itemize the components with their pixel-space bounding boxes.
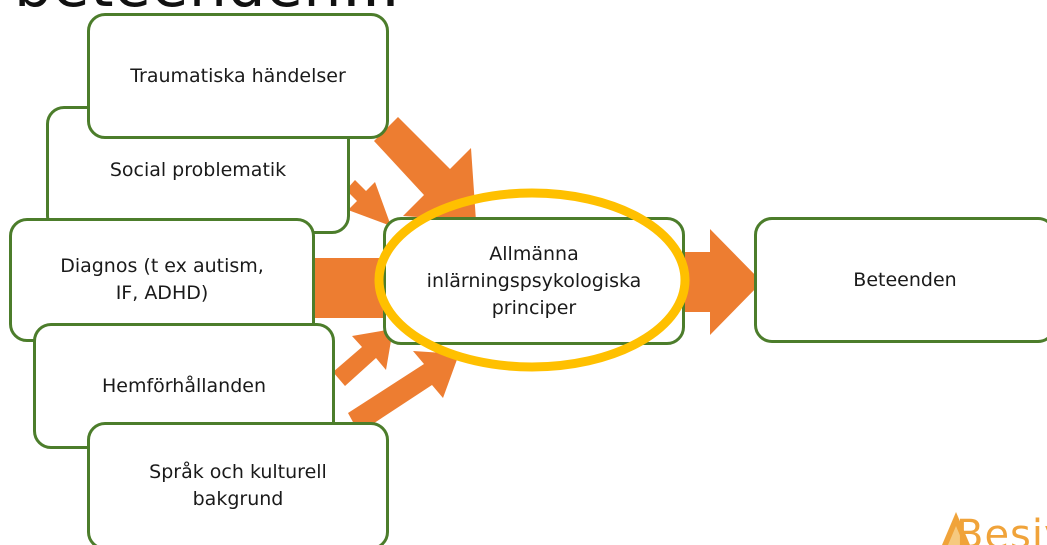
factor-box-sprak-kulturell-bakgrund: Språk och kulturell bakgrund — [87, 422, 389, 545]
result-box-beteenden: Beteenden — [754, 217, 1047, 343]
logo-text: Besiv — [956, 512, 1047, 545]
result-label: Beteenden — [853, 268, 957, 291]
factor-label: Språk och kulturell bakgrund — [149, 461, 327, 510]
center-label-wrapper: Allmänna inlärningspsykologiska principe… — [383, 217, 685, 345]
factor-label: Social problematik — [109, 158, 287, 181]
factor-label: Hemförhållanden — [102, 374, 266, 397]
arrow-trauma — [374, 117, 476, 221]
center-label: Allmänna inlärningspsykologiska principe… — [426, 242, 642, 319]
arrow-sprak — [348, 351, 459, 433]
factor-label: Diagnos (t ex autism, IF, ADHD) — [60, 255, 264, 304]
arrow-diagnos — [313, 258, 385, 318]
logo: Besiv — [938, 508, 1047, 545]
arrow-to-beteenden — [685, 229, 762, 335]
logo-mark — [942, 512, 970, 545]
factor-box-diagnos: Diagnos (t ex autism, IF, ADHD) — [9, 218, 315, 342]
factor-box-traumatiska-handelser: Traumatiska händelser — [87, 13, 389, 139]
factor-label: Traumatiska händelser — [130, 64, 346, 87]
